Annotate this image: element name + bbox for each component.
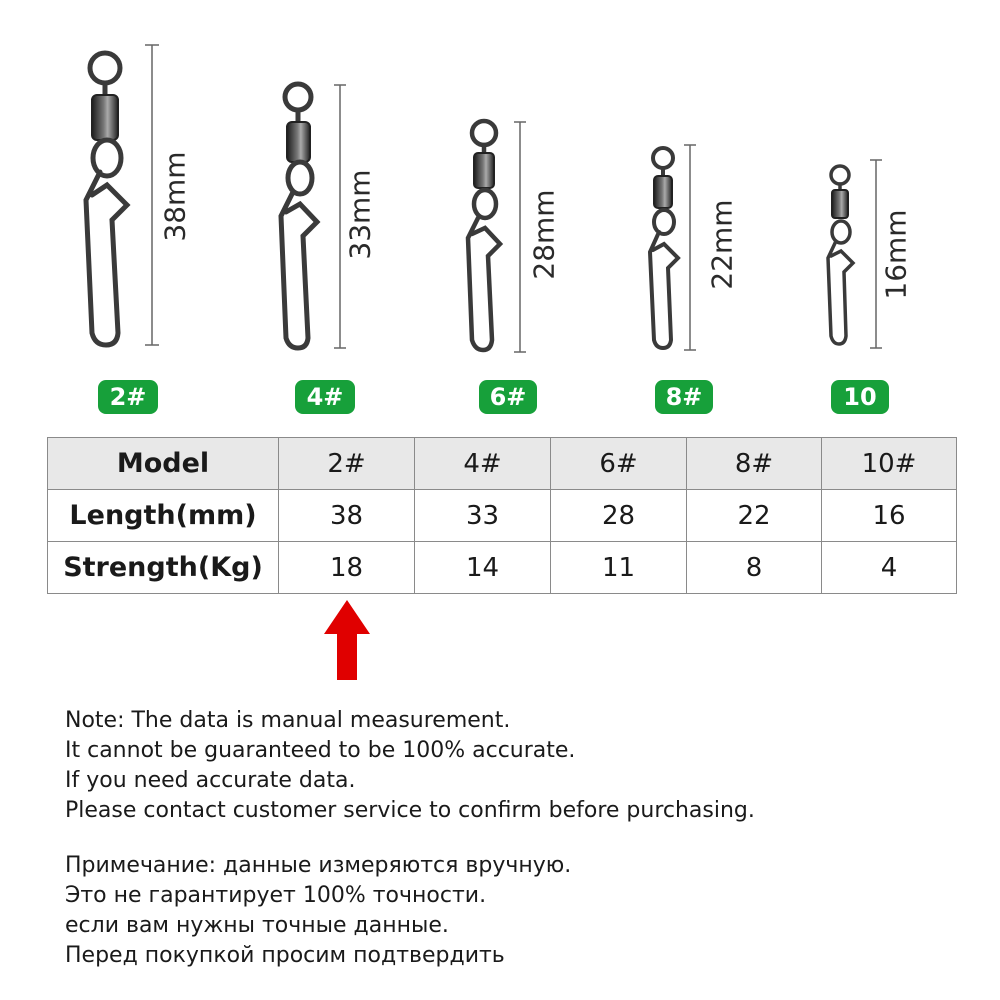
length-label-8: 22mm bbox=[705, 199, 739, 290]
swivel-6-image bbox=[465, 118, 504, 353]
table-cell: 14 bbox=[414, 541, 551, 594]
swivel-4-image bbox=[278, 81, 321, 351]
table-cell: 2# bbox=[278, 437, 415, 490]
table-cell: 8 bbox=[686, 541, 822, 594]
table-row-model: Model 2# 4# 6# 8# 10# bbox=[47, 437, 957, 490]
table-cell: 11 bbox=[550, 541, 687, 594]
note-line: Это не гарантирует 100% точности. bbox=[65, 883, 487, 908]
length-label-6: 28mm bbox=[527, 189, 561, 280]
note-line: Примечание: данные измеряются вручную. bbox=[65, 853, 572, 878]
note-line: If you need accurate data. bbox=[65, 768, 356, 793]
note-english: Note: The data is manual measurement. It… bbox=[65, 706, 755, 826]
size-badge-10: 10 bbox=[831, 380, 889, 414]
note-line: Please contact customer service to confi… bbox=[65, 798, 755, 823]
size-badge-6: 6# bbox=[479, 380, 537, 414]
swivel-illustrations bbox=[83, 44, 882, 353]
table-cell: 6# bbox=[550, 437, 687, 490]
table-cell: 38 bbox=[278, 489, 415, 542]
length-label-10: 16mm bbox=[879, 209, 913, 300]
size-badge-8: 8# bbox=[655, 380, 713, 414]
table-cell: 8# bbox=[686, 437, 822, 490]
table-cell: 18 bbox=[278, 541, 415, 594]
length-label-4: 33mm bbox=[343, 169, 377, 260]
note-russian: Примечание: данные измеряются вручную. Э… bbox=[65, 851, 571, 971]
table-cell: 16 bbox=[821, 489, 957, 542]
swivel-8-image bbox=[647, 146, 681, 351]
table-cell: 4# bbox=[414, 437, 551, 490]
size-badge-2: 2# bbox=[98, 380, 158, 414]
note-line: Note: The data is manual measurement. bbox=[65, 708, 511, 733]
swivel-2-image bbox=[83, 50, 131, 348]
row-header-strength: Strength(Kg) bbox=[47, 541, 279, 594]
swivel-10-image bbox=[826, 164, 856, 346]
table-cell: 4 bbox=[821, 541, 957, 594]
spec-table: Model 2# 4# 6# 8# 10# Length(mm) 38 33 2… bbox=[47, 437, 957, 594]
length-label-2: 38mm bbox=[158, 151, 192, 242]
size-badge-4: 4# bbox=[295, 380, 355, 414]
table-cell: 10# bbox=[821, 437, 957, 490]
note-line: Перед покупкой просим подтвердить bbox=[65, 943, 505, 968]
table-cell: 22 bbox=[686, 489, 822, 542]
up-arrow-icon bbox=[324, 600, 370, 680]
row-header-model: Model bbox=[47, 437, 279, 490]
note-line: It cannot be guaranteed to be 100% accur… bbox=[65, 738, 576, 763]
table-cell: 28 bbox=[550, 489, 687, 542]
note-line: если вам нужны точные данные. bbox=[65, 913, 449, 938]
table-row-length: Length(mm) 38 33 28 22 16 bbox=[47, 489, 957, 542]
row-header-length: Length(mm) bbox=[47, 489, 279, 542]
table-row-strength: Strength(Kg) 18 14 11 8 4 bbox=[47, 541, 957, 594]
table-cell: 33 bbox=[414, 489, 551, 542]
